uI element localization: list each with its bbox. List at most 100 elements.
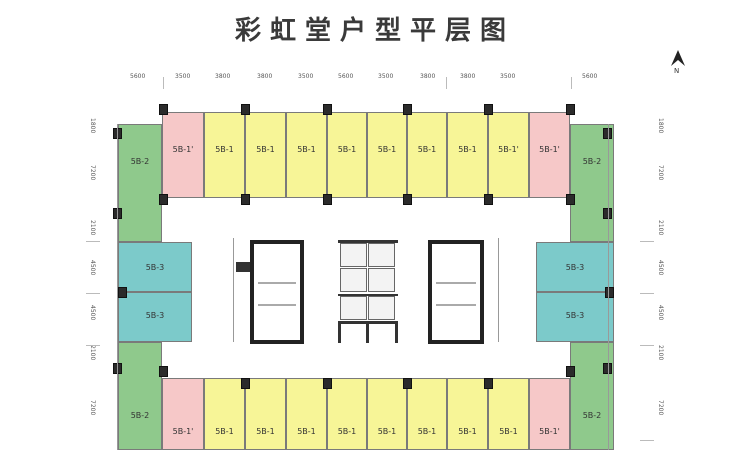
column xyxy=(159,104,168,115)
column xyxy=(241,378,250,389)
dimension-tick xyxy=(446,77,447,89)
column xyxy=(484,378,493,389)
dimension-label: 3500 xyxy=(175,73,191,80)
stair-line xyxy=(436,282,476,284)
column xyxy=(159,366,168,377)
unit-5B-3-right-lower[interactable]: 5B-3 xyxy=(536,292,614,342)
unit-5B-1-top[interactable]: 5B-1 xyxy=(407,112,447,198)
core-wall xyxy=(338,294,398,296)
unit-5B-1-top[interactable]: 5B-1' xyxy=(488,112,529,198)
unit-5B-1-bottom[interactable]: 5B-1 xyxy=(367,378,407,450)
dimension-label: 5600 xyxy=(582,73,598,80)
dimension-label: 7200 xyxy=(89,400,96,416)
unit-5B-1-bottom[interactable]: 5B-1 xyxy=(286,378,327,450)
dimension-label: 3800 xyxy=(215,73,231,80)
dimension-tick xyxy=(640,293,654,294)
dimension-tick xyxy=(640,440,654,441)
unit-5B-1-top[interactable]: 5B-1 xyxy=(204,112,245,198)
unit-5B-1-top[interactable]: 5B-1 xyxy=(245,112,286,198)
dimension-label: 7200 xyxy=(657,165,664,181)
unit-5B-1-bottom[interactable]: 5B-1 xyxy=(327,378,367,450)
column xyxy=(403,194,412,205)
dimension-tick xyxy=(86,345,100,346)
column xyxy=(484,194,493,205)
page-title: 彩虹堂户型平层图 xyxy=(234,16,515,46)
unit-5B-3-left-upper[interactable]: 5B-3 xyxy=(118,242,192,292)
dimension-tick xyxy=(640,345,654,346)
unit-5B-1-top[interactable]: 5B-1 xyxy=(367,112,407,198)
column xyxy=(403,378,412,389)
stairwell-right xyxy=(428,240,484,344)
outer-wall-line xyxy=(117,124,118,450)
unit-5B-3-right-upper[interactable]: 5B-3 xyxy=(536,242,614,292)
stair-line xyxy=(258,304,296,306)
unit-5B-1-bottom[interactable]: 5B-1 xyxy=(407,378,447,450)
dimension-label: 2100 xyxy=(657,345,664,361)
column xyxy=(241,194,250,205)
dimension-tick xyxy=(571,77,572,89)
column xyxy=(605,287,614,298)
dimension-label: 2100 xyxy=(89,220,96,236)
unit-5B-1p-top-right[interactable]: 5B-1' xyxy=(529,112,570,198)
column xyxy=(323,104,332,115)
elevator-shaft xyxy=(368,243,395,267)
unit-5B-1-bottom[interactable]: 5B-1 xyxy=(447,378,488,450)
unit-5B-1-top[interactable]: 5B-1 xyxy=(286,112,327,198)
elevator-shaft xyxy=(368,268,395,292)
core-wall xyxy=(338,321,341,343)
column xyxy=(603,208,612,219)
compass-label: N xyxy=(674,67,680,75)
unit-5B-1-top[interactable]: 5B-1 xyxy=(327,112,367,198)
column xyxy=(566,366,575,377)
unit-5B-1p-bottom-right[interactable]: 5B-1' xyxy=(529,378,570,450)
unit-5B-2-bottom-right[interactable]: 5B-2 xyxy=(570,342,614,450)
core-wall xyxy=(395,321,398,343)
dimension-label: 3800 xyxy=(460,73,476,80)
elevator-shaft xyxy=(340,296,367,320)
dimension-tick xyxy=(640,241,654,242)
dimension-label: 3500 xyxy=(500,73,516,80)
column xyxy=(118,287,127,298)
core-outline xyxy=(233,238,234,342)
dimension-label: 5600 xyxy=(130,73,146,80)
unit-5B-1p-bottom-left[interactable]: 5B-1' xyxy=(162,378,204,450)
unit-5B-1-bottom[interactable]: 5B-1 xyxy=(204,378,245,450)
column xyxy=(403,104,412,115)
core-wall xyxy=(236,262,250,272)
column xyxy=(323,378,332,389)
unit-5B-2-top-right[interactable]: 5B-2 xyxy=(570,124,614,242)
unit-5B-2-bottom-left[interactable]: 5B-2 xyxy=(118,342,162,450)
dimension-label: 7200 xyxy=(657,400,664,416)
core-wall xyxy=(366,321,369,343)
dimension-tick xyxy=(86,293,100,294)
elevator-shaft xyxy=(340,268,367,292)
unit-5B-2-top-left[interactable]: 5B-2 xyxy=(118,124,162,242)
dimension-tick xyxy=(163,77,164,89)
column xyxy=(484,104,493,115)
dimension-label: 4500 xyxy=(89,260,96,276)
unit-5B-1-bottom[interactable]: 5B-1 xyxy=(488,378,529,450)
dimension-label: 3800 xyxy=(257,73,273,80)
column xyxy=(566,194,575,205)
core-outline xyxy=(498,238,499,342)
unit-5B-1-bottom[interactable]: 5B-1 xyxy=(245,378,286,450)
dimension-label: 5600 xyxy=(338,73,354,80)
north-arrow-icon: N xyxy=(668,50,688,78)
dimension-label: 1800 xyxy=(89,118,96,134)
dimension-label: 4500 xyxy=(657,260,664,276)
column xyxy=(159,194,168,205)
dimension-label: 1800 xyxy=(657,118,664,134)
column xyxy=(566,104,575,115)
elevator-shaft xyxy=(368,296,395,320)
unit-5B-1p-top-left[interactable]: 5B-1' xyxy=(162,112,204,198)
unit-5B-1-top[interactable]: 5B-1 xyxy=(447,112,488,198)
outer-wall-line xyxy=(608,124,609,450)
dimension-label: 2100 xyxy=(89,345,96,361)
dimension-label: 7200 xyxy=(89,165,96,181)
stair-line xyxy=(258,282,296,284)
elevator-shaft xyxy=(340,243,367,267)
dimension-label: 2100 xyxy=(657,220,664,236)
unit-5B-3-left-lower[interactable]: 5B-3 xyxy=(118,292,192,342)
stairwell-left xyxy=(250,240,304,344)
dimension-tick xyxy=(86,241,100,242)
